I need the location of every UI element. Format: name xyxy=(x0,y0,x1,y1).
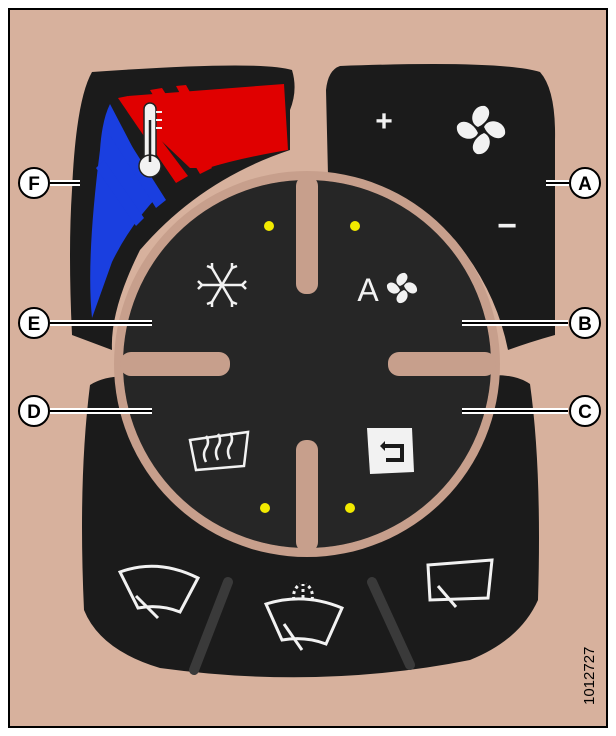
recirculation-indicator-light xyxy=(345,503,355,513)
callout-f-label: F xyxy=(28,174,40,195)
climate-dial xyxy=(114,171,500,557)
callout-e-label: E xyxy=(28,314,41,335)
recirculation-icon xyxy=(367,428,414,474)
fan-minus-label: − xyxy=(497,207,517,245)
callout-b-label: B xyxy=(578,314,592,335)
callout-d-label: D xyxy=(27,402,41,423)
defrost-indicator-light xyxy=(260,503,270,513)
fan-plus-label: + xyxy=(375,105,393,138)
callout-a-label: A xyxy=(578,174,592,195)
figure-number: 1012727 xyxy=(581,647,598,705)
auto-fan-letter: A xyxy=(357,272,379,308)
auto-indicator-light xyxy=(350,221,360,231)
callout-c-label: C xyxy=(578,402,592,423)
ac-indicator-light xyxy=(264,221,274,231)
